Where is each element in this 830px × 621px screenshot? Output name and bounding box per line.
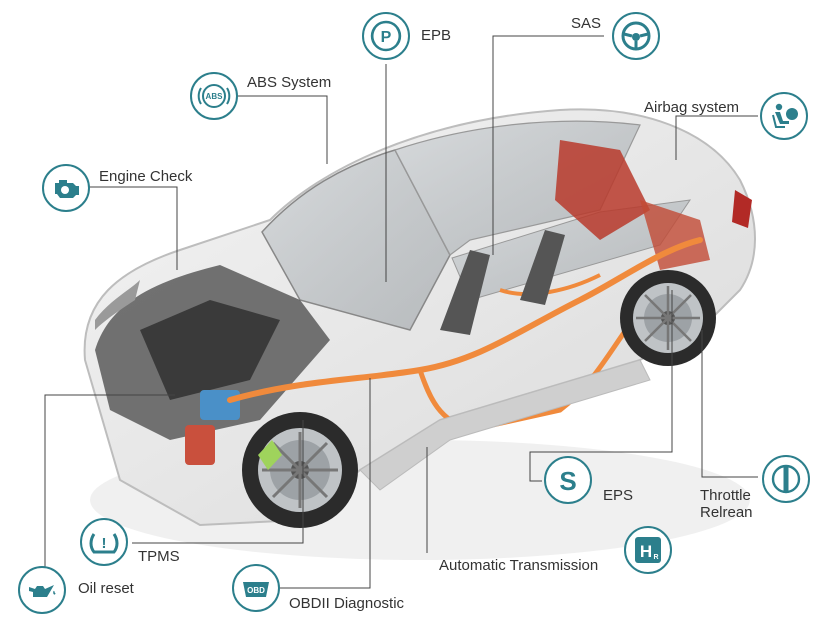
label-tpms: TPMS: [138, 548, 180, 565]
abs-icon: ABS: [190, 72, 238, 120]
at-icon-sub-glyph: R: [653, 554, 658, 561]
label-sas: SAS: [571, 15, 602, 32]
label-automatic-transmission: Automatic Transmission: [439, 557, 599, 574]
label-engine-check: Engine Check: [99, 168, 193, 185]
label-throttle: Throttle: [700, 487, 751, 504]
tire-pressure-icon: !: [80, 518, 128, 566]
throttle-icon: [762, 455, 810, 503]
label-abs-system: ABS System: [247, 74, 332, 91]
oil-can-icon: [18, 566, 66, 614]
at-icon-glyph: H: [640, 542, 652, 561]
parking-brake-icon: P: [362, 12, 410, 60]
epb-icon-glyph: P: [381, 29, 392, 46]
abs-icon-glyph: ABS: [206, 92, 224, 101]
label-oil-reset: Oil reset: [78, 580, 134, 597]
label-epb: EPB: [421, 27, 452, 44]
eps-icon: S: [544, 456, 592, 504]
airbag-icon: [760, 92, 808, 140]
tpms-icon-glyph: !: [102, 535, 107, 552]
engine-check-icon: [42, 164, 90, 212]
eps-icon-glyph: S: [559, 466, 576, 496]
obd-icon-glyph: OBD: [247, 586, 265, 595]
gear-shift-icon: H R: [624, 526, 672, 574]
label-throttle-relrean: Relrean: [700, 504, 753, 521]
obd-icon: OBD: [232, 564, 280, 612]
steering-wheel-icon: [612, 12, 660, 60]
label-obdii-diagnostic: OBDII Diagnostic: [289, 595, 405, 612]
label-eps: EPS: [603, 487, 634, 504]
label-airbag-system: Airbag system: [644, 99, 740, 116]
